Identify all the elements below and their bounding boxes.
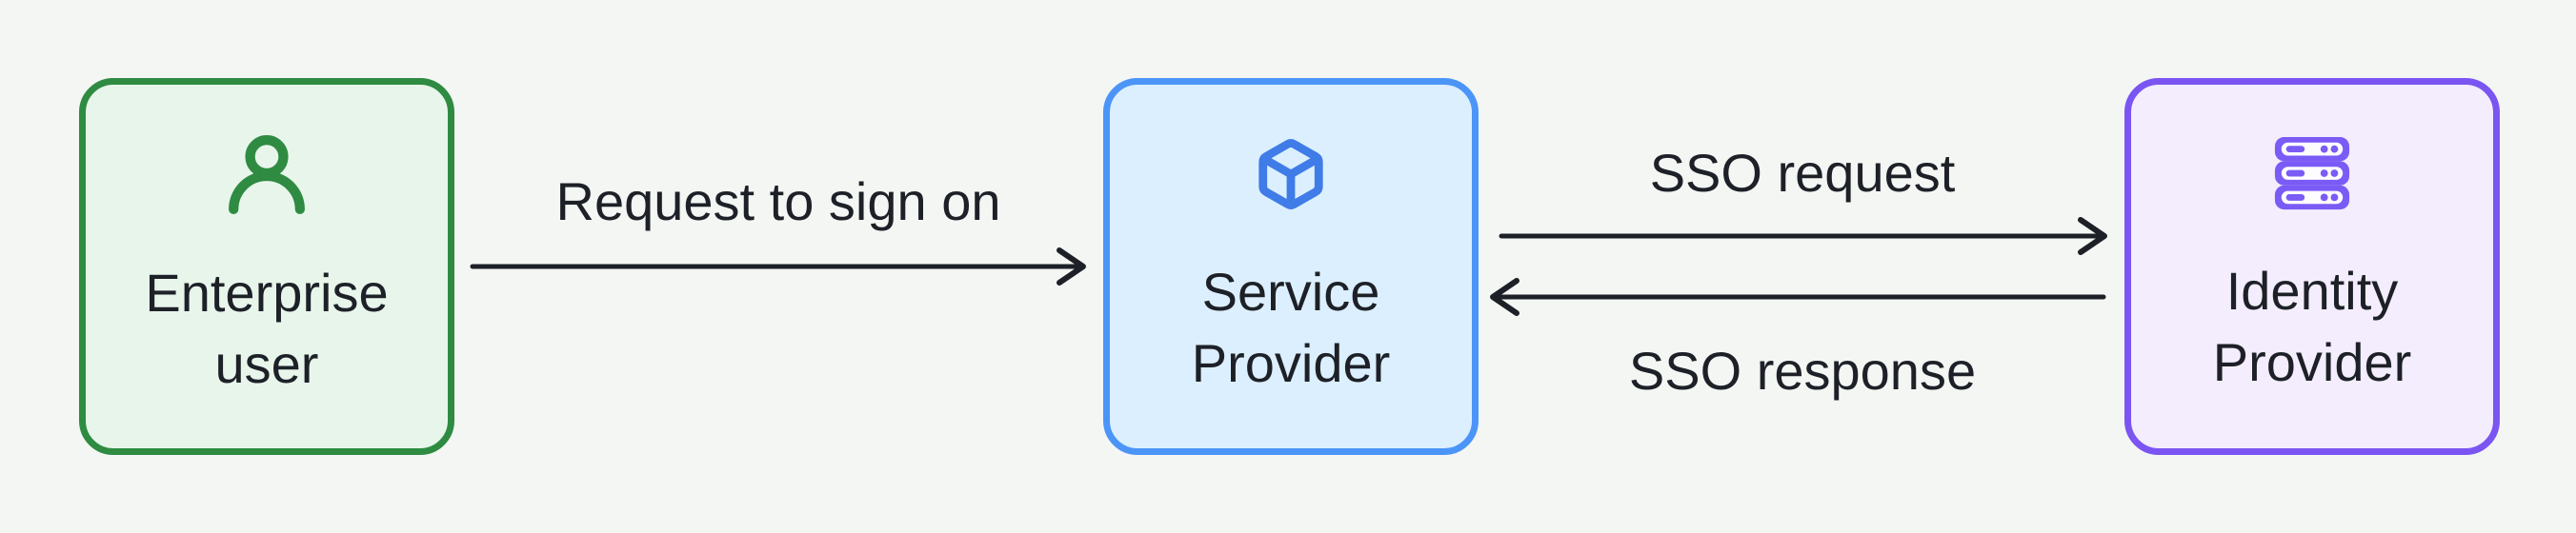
user-icon (229, 135, 305, 214)
arrow-sso-response (1490, 278, 2106, 316)
node-label-line: Service (1201, 262, 1380, 322)
edge-label-request-to-sign-on: Request to sign on (555, 171, 1001, 231)
node-label-service-provider: Service Provider (1192, 256, 1391, 399)
cube-icon (1258, 139, 1323, 209)
edge-label-sso-request: SSO request (1649, 143, 1956, 203)
arrow-sso-request (1499, 217, 2107, 255)
node-label-line: Provider (2212, 332, 2412, 392)
node-enterprise-user: Enterprise user (79, 78, 454, 455)
node-label-line: Enterprise (145, 263, 389, 323)
arrow-request-to-sign-on (470, 247, 1086, 286)
node-service-provider: Service Provider (1103, 78, 1479, 455)
node-label-line: user (214, 334, 319, 394)
node-label-line: Provider (1191, 333, 1391, 393)
node-label-line: Identity (2225, 261, 2399, 321)
server-icon (2274, 136, 2350, 210)
node-label-enterprise-user: Enterprise user (145, 257, 388, 400)
node-label-identity-provider: Identity Provider (2213, 255, 2412, 398)
edge-label-sso-response: SSO response (1628, 341, 1977, 401)
node-identity-provider: Identity Provider (2124, 78, 2500, 455)
